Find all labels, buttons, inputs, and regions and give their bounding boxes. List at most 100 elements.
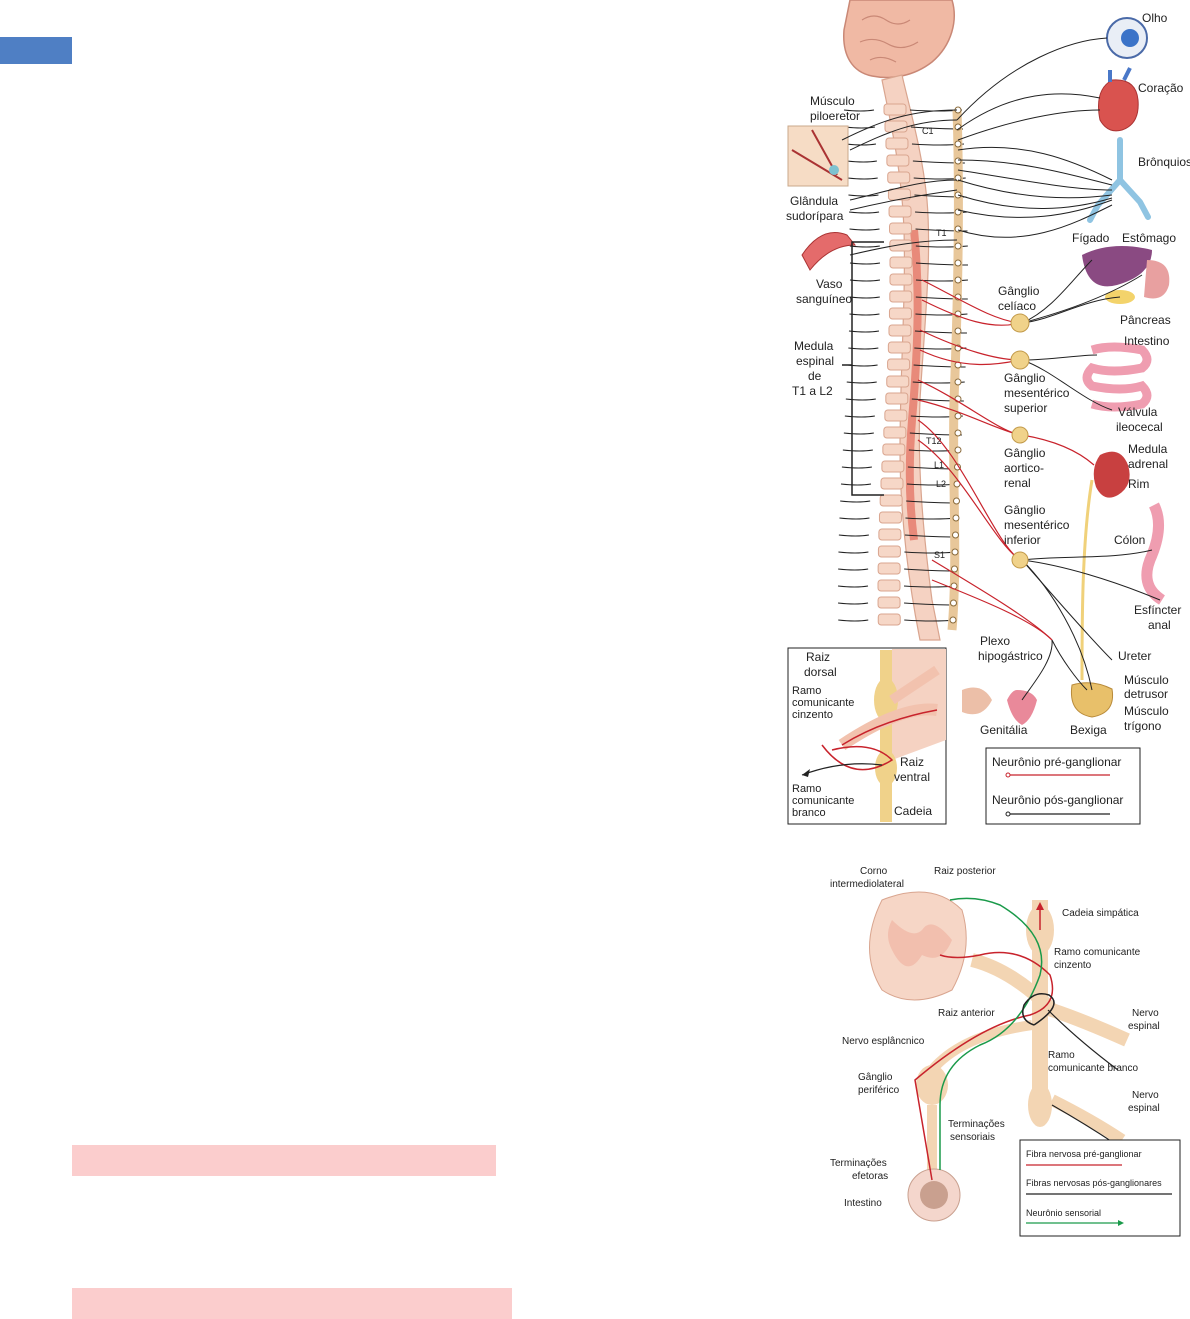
vertebra	[887, 358, 911, 371]
vertebra	[877, 613, 901, 626]
chain-ganglion	[954, 242, 962, 250]
chain-ganglion	[954, 276, 962, 284]
label-t12: T12	[926, 436, 942, 446]
legend-sens-label: Neurônio sensorial	[1026, 1208, 1101, 1218]
spinal-cord-t1-l2	[905, 229, 922, 541]
chain-ganglion	[954, 429, 962, 437]
intestine-illustration	[1082, 342, 1152, 412]
brain-illustration	[843, 0, 955, 79]
vertebra	[877, 545, 901, 558]
legend-pos-label: Fibras nervosas pós-ganglionares	[1026, 1178, 1162, 1188]
vertebra	[880, 477, 904, 490]
vertebra	[882, 443, 906, 456]
highlight-bar-2	[72, 1288, 512, 1319]
postganglionic-fibers	[841, 37, 1161, 701]
stomach-illustration	[1144, 260, 1170, 299]
label-bexiga: Bexiga	[1070, 723, 1107, 737]
splanchnic-nerve	[928, 1020, 1033, 1074]
chain-ganglion	[954, 157, 962, 165]
preganglionic-fiber	[914, 951, 1054, 1181]
skin-illustration	[787, 125, 849, 187]
spinal-nerve-root	[848, 211, 968, 214]
chain-ganglion	[953, 497, 960, 505]
vertebra	[889, 239, 913, 252]
bladder-illustration	[1070, 682, 1114, 718]
label-pancreas: Pâncreas	[1120, 313, 1171, 327]
sensory-fiber	[939, 897, 1043, 1170]
label-intestino: Intestino	[1124, 334, 1170, 348]
vertebra	[887, 171, 911, 184]
genitalia-male-illustration	[962, 687, 992, 715]
prevertebral-ganglia	[1010, 313, 1030, 569]
label-t1: T1	[936, 228, 947, 238]
chain-ganglia	[949, 106, 962, 624]
chain-ganglion	[952, 514, 960, 522]
spinal-nerve-root	[849, 228, 968, 232]
vertebra	[889, 290, 913, 303]
colon-illustration	[1141, 502, 1166, 605]
label-s1: S1	[934, 550, 945, 560]
label-intestino: Intestino	[844, 1198, 882, 1209]
kidney-illustration	[1093, 451, 1130, 498]
vertebra	[888, 307, 912, 320]
label-genitalia: Genitália	[980, 723, 1028, 737]
vertebra	[885, 392, 909, 405]
vertebra	[887, 341, 911, 354]
chain-ganglion	[954, 140, 962, 148]
blood-vessel-illustration	[801, 232, 857, 271]
chain-ganglion	[950, 599, 957, 607]
legend-top: Neurônio pré-ganglionar Neurônio pós-gan…	[985, 747, 1141, 825]
chain-ganglion	[954, 327, 962, 335]
legend-pre-label: Fibra nervosa pré-ganglionar	[1026, 1149, 1142, 1159]
chain-ganglion	[951, 565, 958, 573]
chain-ganglion	[954, 378, 962, 386]
label-rim: Rim	[1128, 477, 1149, 491]
label-figado: Fígado	[1072, 231, 1110, 245]
inset-label-raiz-dorsal-1: Raiz	[806, 650, 830, 664]
label-c1: C1	[922, 126, 934, 136]
vertebra	[883, 426, 907, 439]
vertebra	[877, 579, 901, 592]
vertebra	[877, 596, 901, 609]
legend-pre-label: Neurônio pré-ganglionar	[992, 755, 1121, 769]
vertebra	[889, 222, 913, 235]
sweat-gland-illustration	[829, 165, 839, 175]
spinal-nerves	[837, 103, 969, 626]
vertebra	[878, 511, 902, 524]
vertebra	[879, 494, 903, 507]
header-color-tab	[0, 37, 72, 64]
vertebra	[888, 324, 912, 337]
vertebra	[877, 562, 901, 575]
label-raiz-anterior: Raiz anterior	[938, 1008, 995, 1019]
label-nervo-esplancnico: Nervo esplâncnico	[842, 1036, 925, 1047]
label-olho: Olho	[1142, 11, 1168, 25]
vertebra	[889, 256, 913, 269]
chain-ganglion	[954, 208, 962, 216]
liver-illustration	[1082, 246, 1152, 287]
label-raiz-posterior: Raiz posterior	[934, 866, 996, 877]
preganglionic-fibers	[917, 279, 1095, 641]
spinal-nerve-root	[849, 262, 968, 266]
inset-label-raiz-dorsal-2: dorsal	[804, 665, 837, 679]
label-bronquios: Brônquios	[1138, 155, 1190, 169]
gray-ramus-loop	[1022, 993, 1055, 1026]
chain-ganglion	[949, 616, 957, 624]
